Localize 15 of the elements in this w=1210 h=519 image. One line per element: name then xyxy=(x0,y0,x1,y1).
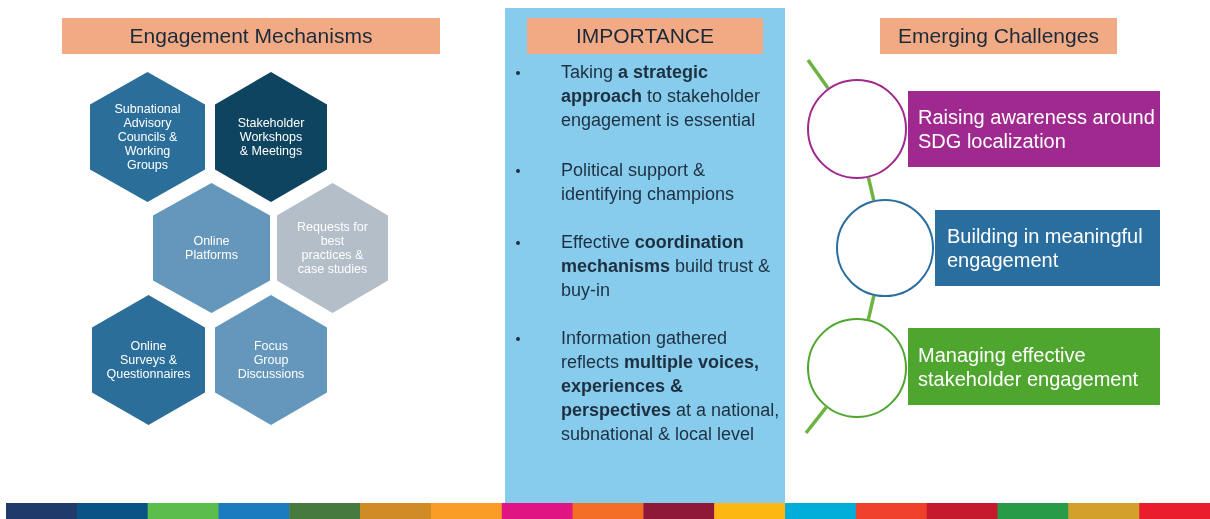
connector-line xyxy=(866,295,876,320)
panel-background xyxy=(505,8,785,505)
bullet-text: Information gathered reflects multiple voices, experiences & perspectives at a national, subnational & local level xyxy=(561,327,781,446)
bullet-text: Effective coordination mechanisms build trust & buy-in xyxy=(561,231,772,302)
section-header: Engagement Mechanisms xyxy=(62,18,440,54)
section-header: IMPORTANCE xyxy=(527,18,763,54)
bullet-text: Taking a strategic approach to stakeholder engagement is essential xyxy=(561,61,762,132)
challenge-bar: Managing effective stakeholder engagement xyxy=(908,328,1160,405)
section-header: Emerging Challenges xyxy=(880,18,1117,54)
challenge-bar: Raising awareness around SDG localization xyxy=(908,91,1160,167)
connector-line xyxy=(866,177,876,201)
bullet-text: Political support & identifying champions xyxy=(561,159,736,206)
connector-line xyxy=(804,406,828,435)
connector-line xyxy=(806,59,830,90)
challenge-bar: Building in meaningful engagement xyxy=(935,210,1160,286)
